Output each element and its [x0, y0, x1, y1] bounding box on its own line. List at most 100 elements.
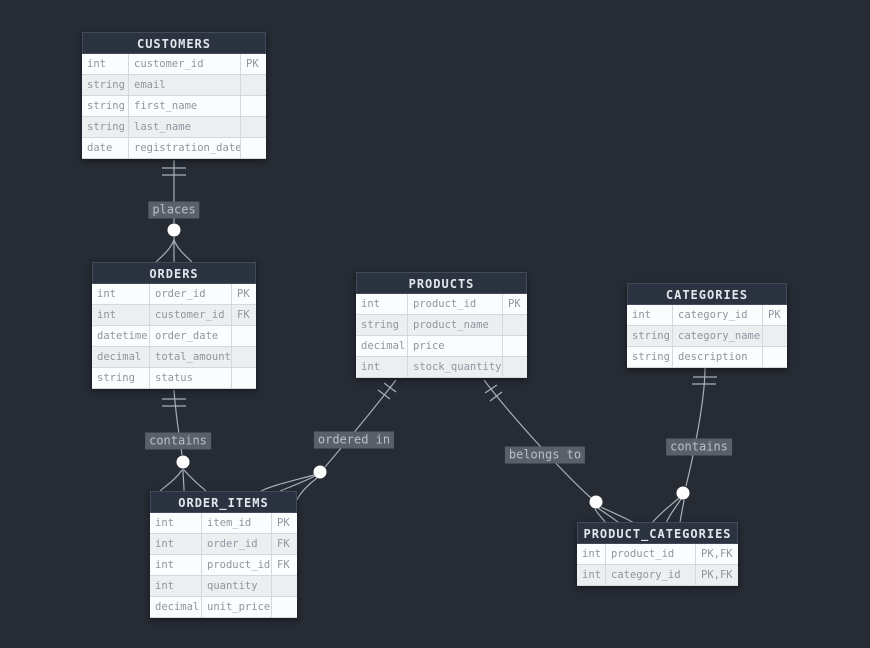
table-title[interactable]: CATEGORIES: [627, 283, 787, 305]
cardinality-one-tick: [377, 389, 391, 400]
connector-products-order-items: [260, 379, 397, 501]
table-title[interactable]: CUSTOMERS: [82, 32, 266, 54]
cell-type: int: [150, 534, 202, 555]
cell-name: first_name: [129, 96, 241, 117]
crow-foot-prong: [600, 506, 635, 524]
cell-type: string: [356, 315, 408, 336]
cell-name: order_id: [150, 284, 232, 305]
cell-type: int: [82, 54, 129, 75]
table-title[interactable]: PRODUCTS: [356, 272, 527, 294]
crow-foot-prong: [182, 468, 185, 492]
cell-type: string: [627, 347, 673, 368]
cell-type: decimal: [150, 597, 202, 618]
cell-type: string: [82, 117, 129, 138]
cell-name: product_name: [408, 315, 503, 336]
cell-name: total_amount: [150, 347, 232, 368]
table-title[interactable]: ORDER_ITEMS: [150, 491, 297, 513]
relationship-label-contains-categories[interactable]: contains: [666, 438, 732, 456]
cell-type: datetime: [92, 326, 150, 347]
cardinality-dot: [676, 486, 690, 500]
cell-name: quantity: [202, 576, 272, 597]
cell-type: int: [92, 305, 150, 326]
cell-key: PK: [763, 305, 787, 326]
cell-key: [763, 347, 787, 368]
cell-name: registration_date: [129, 138, 241, 159]
cell-key: [503, 315, 527, 336]
cell-type: int: [150, 576, 202, 597]
connector-categories-product-categories: [651, 367, 717, 524]
crow-foot-prong: [260, 474, 315, 492]
crow-foot-prong: [651, 497, 680, 524]
cell-type: string: [92, 368, 150, 389]
crow-foot-prong: [665, 498, 682, 524]
connector-line: [685, 367, 706, 487]
cardinality-one-tick: [383, 382, 397, 393]
cell-key: PK: [503, 294, 527, 315]
cell-type: int: [577, 565, 606, 586]
cell-name: category_name: [673, 326, 763, 347]
relationship-label-ordered-in[interactable]: ordered in: [313, 431, 395, 449]
cell-key: FK: [232, 305, 256, 326]
relationship-label-contains-orders[interactable]: contains: [145, 432, 211, 450]
cell-type: int: [627, 305, 673, 326]
cell-type: string: [82, 96, 129, 117]
cell-type: int: [577, 544, 606, 565]
crow-foot-prong: [594, 508, 607, 524]
cell-name: order_date: [150, 326, 232, 347]
relationship-label-places[interactable]: places: [148, 201, 200, 219]
connector-line: [173, 389, 183, 456]
cell-type: int: [92, 284, 150, 305]
relationship-label-belongs-to[interactable]: belongs to: [504, 446, 586, 464]
cell-key: [232, 326, 256, 347]
cell-name: last_name: [129, 117, 241, 138]
cell-type: string: [82, 75, 129, 96]
cardinality-one-tick: [489, 391, 503, 402]
cell-name: customer_id: [150, 305, 232, 326]
cell-key: [763, 326, 787, 347]
cell-type: int: [150, 555, 202, 576]
cell-key: PK,FK: [696, 565, 738, 586]
table-title[interactable]: PRODUCT_CATEGORIES: [577, 522, 738, 544]
table-title[interactable]: ORDERS: [92, 262, 256, 284]
cell-name: description: [673, 347, 763, 368]
connector-orders-order-items: [159, 389, 207, 492]
cell-key: FK: [272, 555, 297, 576]
